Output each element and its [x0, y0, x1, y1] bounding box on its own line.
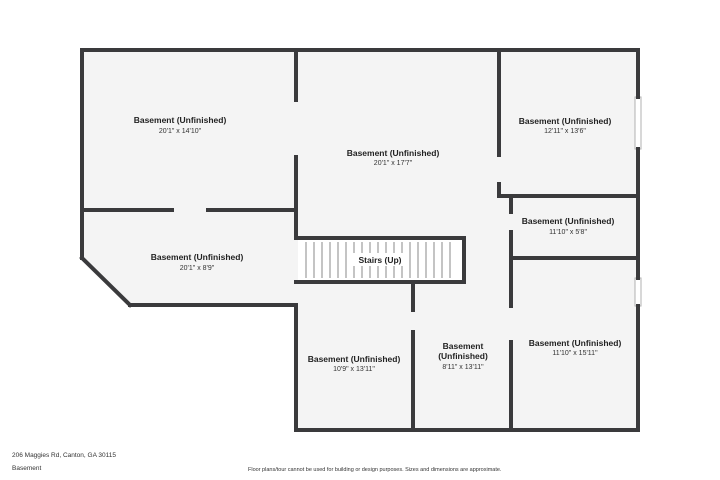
room-name: Stairs (Up) [359, 255, 402, 265]
room-dims: 8'11" x 13'11" [442, 364, 484, 371]
room-name: Basement (Unfinished) [519, 116, 612, 126]
room-dims: 20'1" x 17'7" [374, 160, 413, 167]
stairs [298, 240, 462, 280]
room-label-basement-5: Basement (Unfinished) 20'1" x 8'9" [151, 252, 244, 272]
walls [79, 48, 640, 432]
room-label-basement-2: Basement (Unfinished) 20'1" x 17'7" [347, 148, 440, 167]
room-dims: 10'9" x 13'11" [333, 366, 375, 373]
room-label-basement-8: Basement (Unfinished) 11'10" x 15'11" [529, 338, 622, 357]
room-name: Basement (Unfinished) [308, 354, 401, 364]
disclaimer-text: Floor plans/tour cannot be used for buil… [248, 467, 502, 473]
room-name: Basement [443, 341, 484, 351]
room-label-basement-4: Basement (Unfinished) 11'10" x 5'8" [522, 216, 615, 236]
room-label-stairs: Stairs (Up) [352, 253, 408, 266]
room-dims: 20'1" x 14'10" [159, 128, 202, 135]
room-name: Basement (Unfinished) [151, 252, 244, 262]
room-label-basement-6: Basement (Unfinished) 10'9" x 13'11" [308, 354, 401, 373]
room-dims: 20'1" x 8'9" [180, 265, 215, 272]
level-text: Basement [12, 465, 42, 472]
room-name-line2: (Unfinished) [438, 351, 488, 361]
room-name: Basement (Unfinished) [347, 148, 440, 158]
address-text: 206 Maggies Rd, Canton, GA 30115 [12, 452, 116, 459]
room-label-basement-1: Basement (Unfinished) 20'1" x 14'10" [134, 115, 227, 135]
room-name: Basement (Unfinished) [522, 216, 615, 226]
window-east-upper [634, 96, 642, 150]
room-label-basement-3: Basement (Unfinished) 12'11" x 13'6" [519, 116, 612, 135]
room-dims: 11'10" x 15'11" [552, 350, 598, 357]
room-dims: 12'11" x 13'6" [544, 128, 586, 135]
room-label-basement-7: Basement (Unfinished) 8'11" x 13'11" [438, 341, 488, 371]
room-dims: 11'10" x 5'8" [549, 229, 587, 236]
room-name: Basement (Unfinished) [529, 338, 622, 348]
room-name: Basement (Unfinished) [134, 115, 227, 125]
window-east-lower [634, 277, 642, 307]
